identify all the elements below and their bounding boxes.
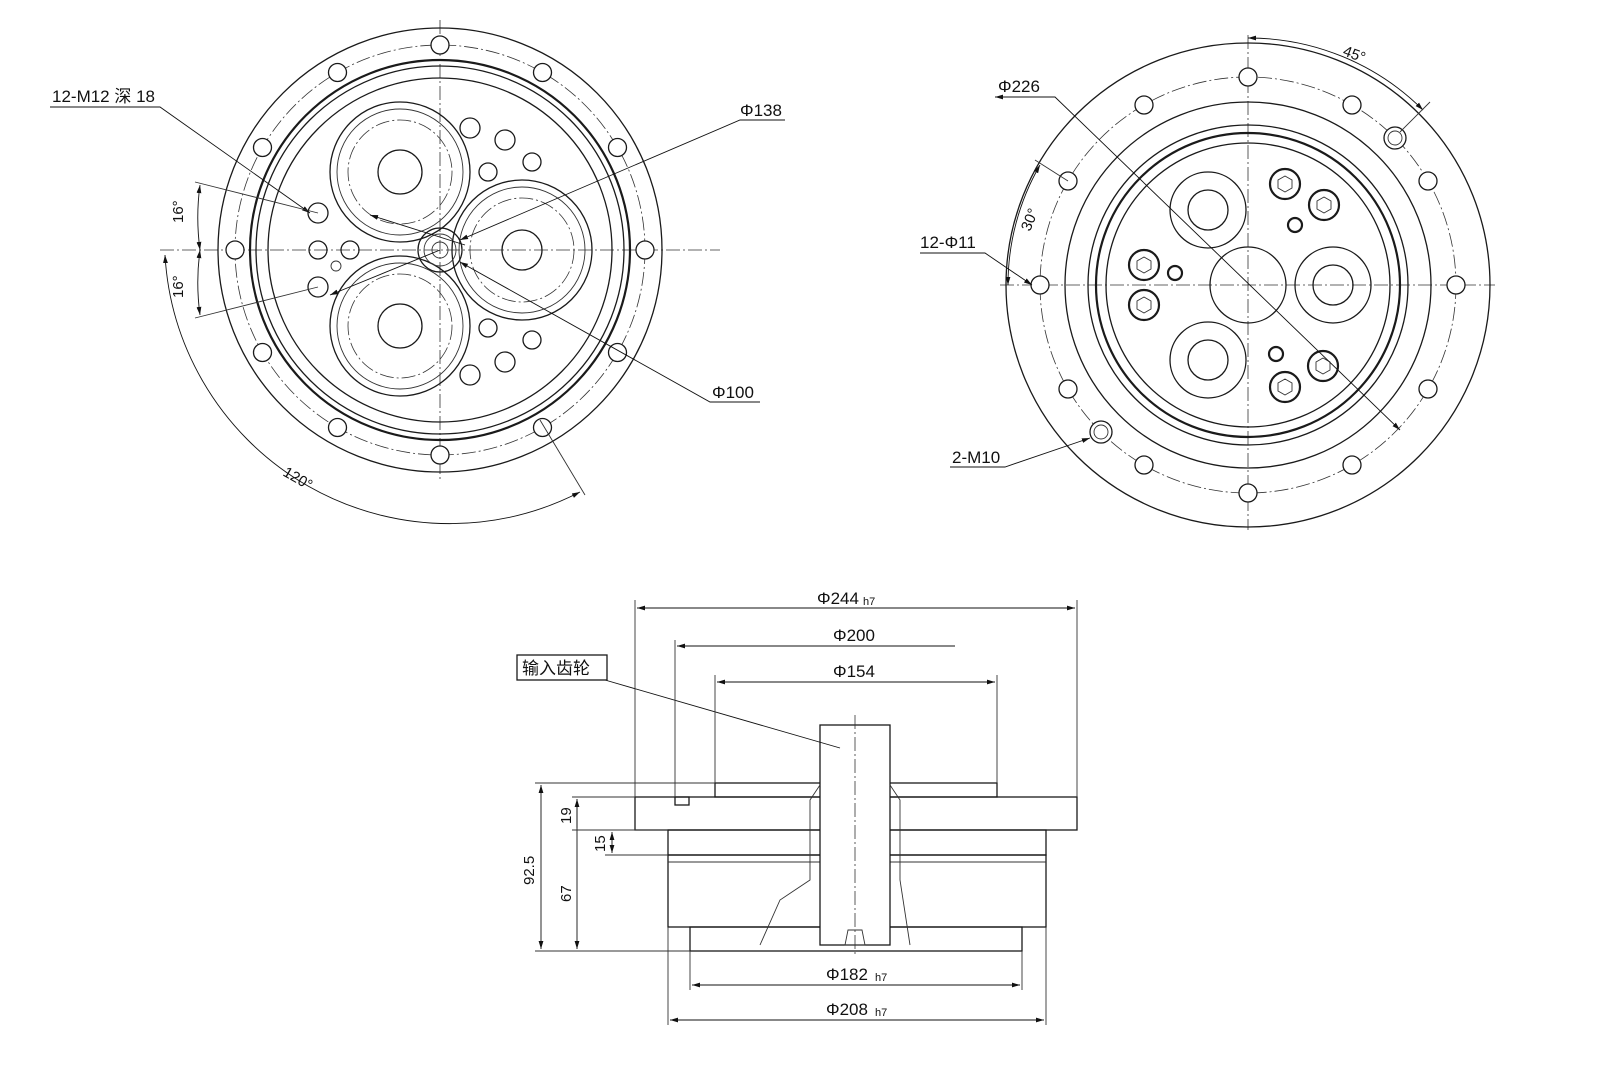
side-d182-label: Φ182 — [826, 965, 868, 984]
rear-angle-30: 30° — [1018, 206, 1042, 233]
rear-holes-callout: 12-Φ11 — [920, 233, 976, 252]
side-input-gear-label: 输入齿轮 — [522, 659, 590, 678]
front-view — [50, 20, 785, 525]
side-height-15: 15 — [592, 835, 609, 852]
front-angle-120: 120° — [280, 464, 315, 494]
rear-view — [920, 35, 1495, 530]
front-d100-callout: Φ100 — [712, 383, 754, 402]
front-d138-callout: Φ138 — [740, 101, 782, 120]
side-d200-label: Φ200 — [833, 626, 875, 645]
front-angle-16-lower: 16° — [170, 275, 187, 298]
front-angle-16-upper: 16° — [170, 200, 187, 223]
side-d244-label: Φ244 — [817, 589, 859, 608]
side-d182-tolerance: h7 — [875, 972, 887, 984]
side-height-92-5: 92.5 — [521, 856, 538, 885]
rear-d226-callout: Φ226 — [998, 77, 1040, 96]
rear-thread-callout: 2-M10 — [952, 448, 1000, 467]
side-d208-label: Φ208 — [826, 1000, 868, 1019]
side-d208-tolerance: h7 — [875, 1007, 887, 1019]
side-d244-tolerance: h7 — [863, 596, 875, 608]
rear-angle-45: 45° — [1341, 43, 1368, 67]
planet-gears — [329, 101, 593, 397]
rear-screws — [1127, 167, 1341, 404]
side-d154-label: Φ154 — [833, 662, 875, 681]
side-view — [516, 600, 1078, 1025]
front-thread-callout: 12-M12 深 18 — [52, 87, 155, 106]
side-height-19: 19 — [558, 807, 575, 824]
side-height-67: 67 — [558, 885, 575, 902]
